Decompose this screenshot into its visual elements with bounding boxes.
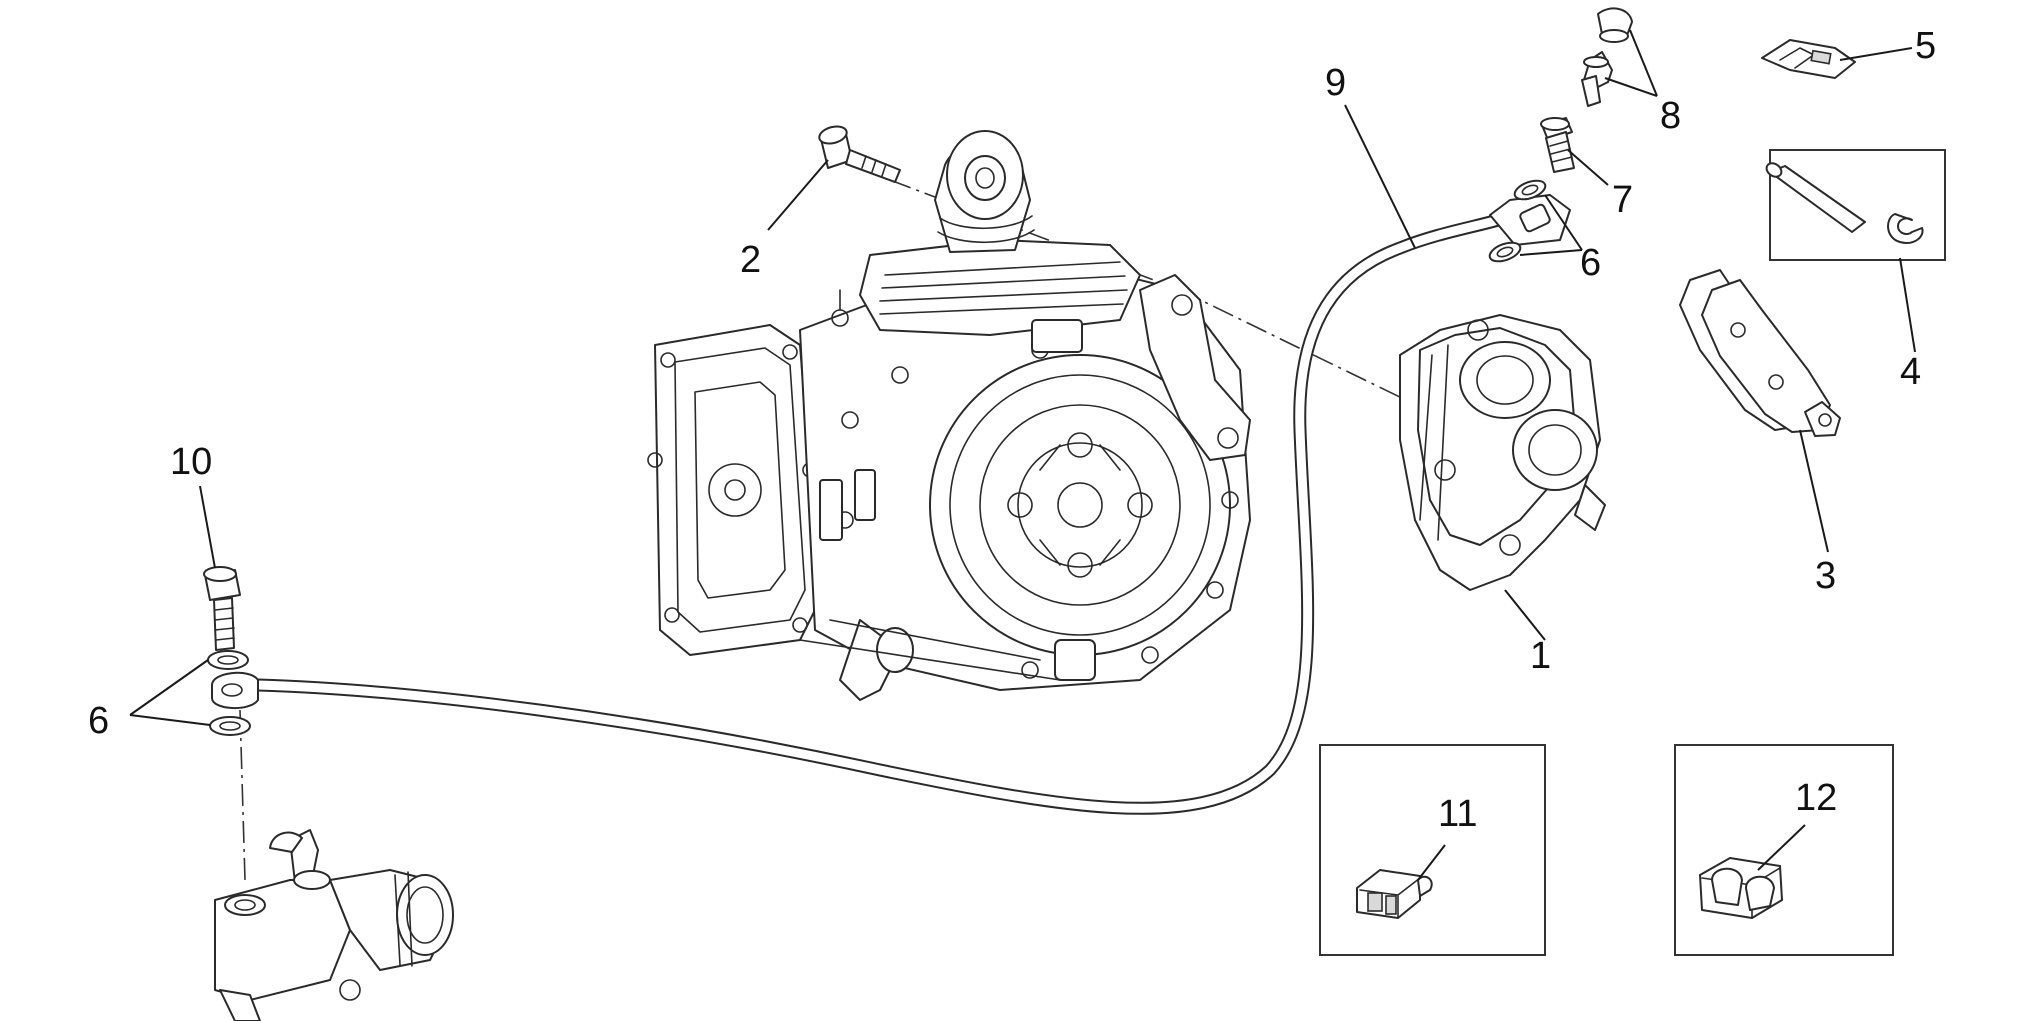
spring-clip	[1761, 39, 1856, 79]
callout-10: 10	[170, 441, 212, 483]
bleed-valve	[1581, 7, 1633, 107]
leader-lines	[129, 29, 1916, 881]
callout-7: 7	[1612, 179, 1633, 221]
callout-2: 2	[740, 239, 761, 281]
hose-clip-double	[1674, 744, 1894, 956]
brake-hose	[251, 194, 1571, 815]
banjo-bolt	[1540, 117, 1575, 173]
callouts: 1 2 3 4 5 6 6 7 8 9 10 11 12	[88, 25, 1936, 835]
callout-5: 5	[1915, 25, 1936, 67]
callout-11: 11	[1438, 793, 1477, 835]
brake-caliper	[1399, 314, 1606, 591]
callout-6-left: 6	[88, 700, 109, 742]
callout-3: 3	[1815, 555, 1836, 597]
callout-1: 1	[1530, 635, 1551, 677]
engine-block	[647, 130, 1251, 701]
washers-right	[1488, 179, 1547, 263]
callout-6-right: 6	[1580, 242, 1601, 284]
hose-clip-single	[1319, 744, 1546, 956]
callout-9: 9	[1325, 62, 1346, 104]
caliper-mount-bolt	[818, 125, 901, 183]
brake-pads	[1679, 269, 1841, 437]
callout-8: 8	[1660, 95, 1681, 137]
callout-12: 12	[1795, 777, 1837, 819]
master-cylinder	[214, 829, 454, 1021]
callout-4: 4	[1900, 351, 1921, 393]
banjo-bolt-lower	[203, 566, 241, 651]
washers-left	[207, 650, 259, 736]
pad-pin-kit	[1765, 149, 1946, 261]
